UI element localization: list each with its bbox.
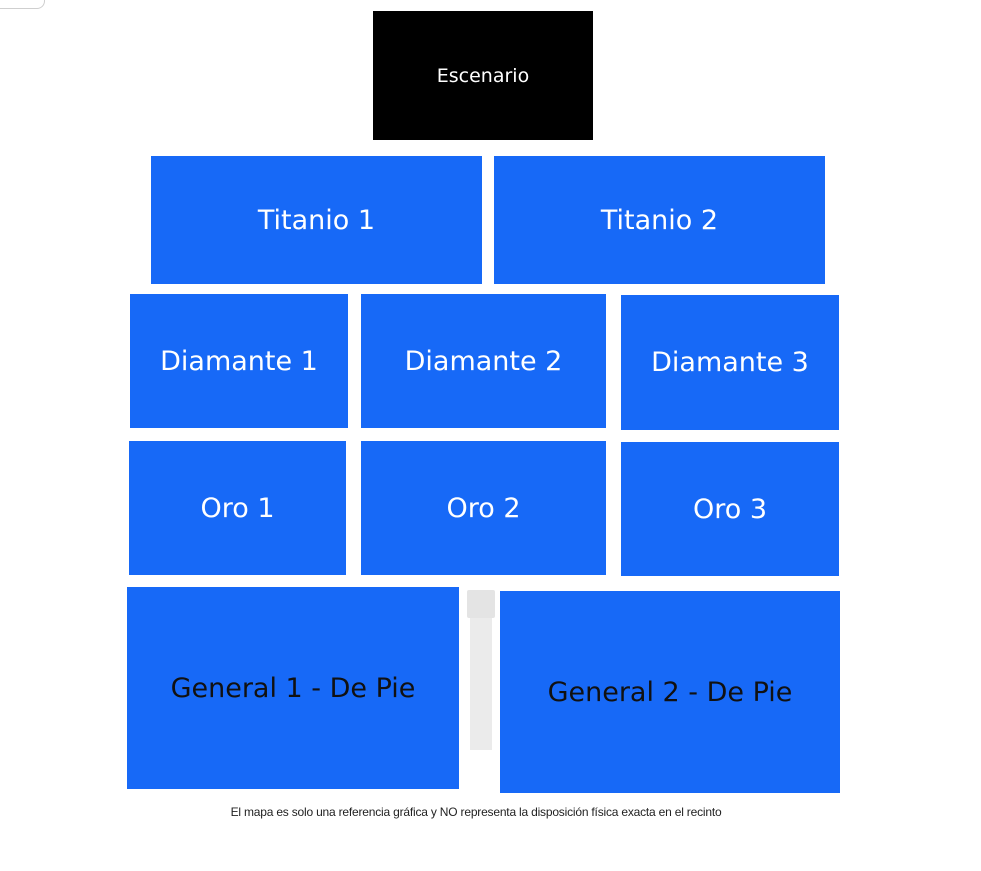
zone-titanio-2[interactable]: Titanio 2 bbox=[494, 156, 825, 284]
zone-label: Oro 3 bbox=[692, 493, 768, 525]
map-disclaimer: El mapa es solo una referencia gráfica y… bbox=[230, 805, 722, 819]
zone-label: Oro 2 bbox=[446, 492, 521, 524]
zone-label: General 2 - De Pie bbox=[547, 676, 793, 708]
zone-oro-2[interactable]: Oro 2 bbox=[361, 441, 606, 575]
aisle-cap bbox=[467, 590, 495, 618]
zone-general-1[interactable]: General 1 - De Pie bbox=[127, 587, 459, 789]
stage-label: Escenario bbox=[436, 64, 530, 87]
zone-label: Diamante 2 bbox=[404, 345, 563, 377]
aisle bbox=[470, 590, 492, 750]
stage: Escenario bbox=[373, 11, 593, 140]
zone-diamante-2[interactable]: Diamante 2 bbox=[361, 294, 606, 428]
zone-diamante-1[interactable]: Diamante 1 bbox=[130, 294, 348, 428]
zone-label: Titanio 1 bbox=[257, 204, 376, 236]
zone-label: Titanio 2 bbox=[600, 204, 719, 236]
zone-oro-1[interactable]: Oro 1 bbox=[129, 441, 346, 575]
zone-titanio-1[interactable]: Titanio 1 bbox=[151, 156, 482, 284]
zone-general-2[interactable]: General 2 - De Pie bbox=[500, 591, 840, 793]
zone-label: General 1 - De Pie bbox=[170, 672, 416, 704]
zone-label: Diamante 3 bbox=[651, 347, 809, 378]
zone-oro-3[interactable]: Oro 3 bbox=[621, 442, 839, 576]
zone-diamante-3[interactable]: Diamante 3 bbox=[621, 295, 839, 430]
zone-label: Oro 1 bbox=[200, 492, 275, 524]
zone-label: Diamante 1 bbox=[160, 345, 318, 377]
